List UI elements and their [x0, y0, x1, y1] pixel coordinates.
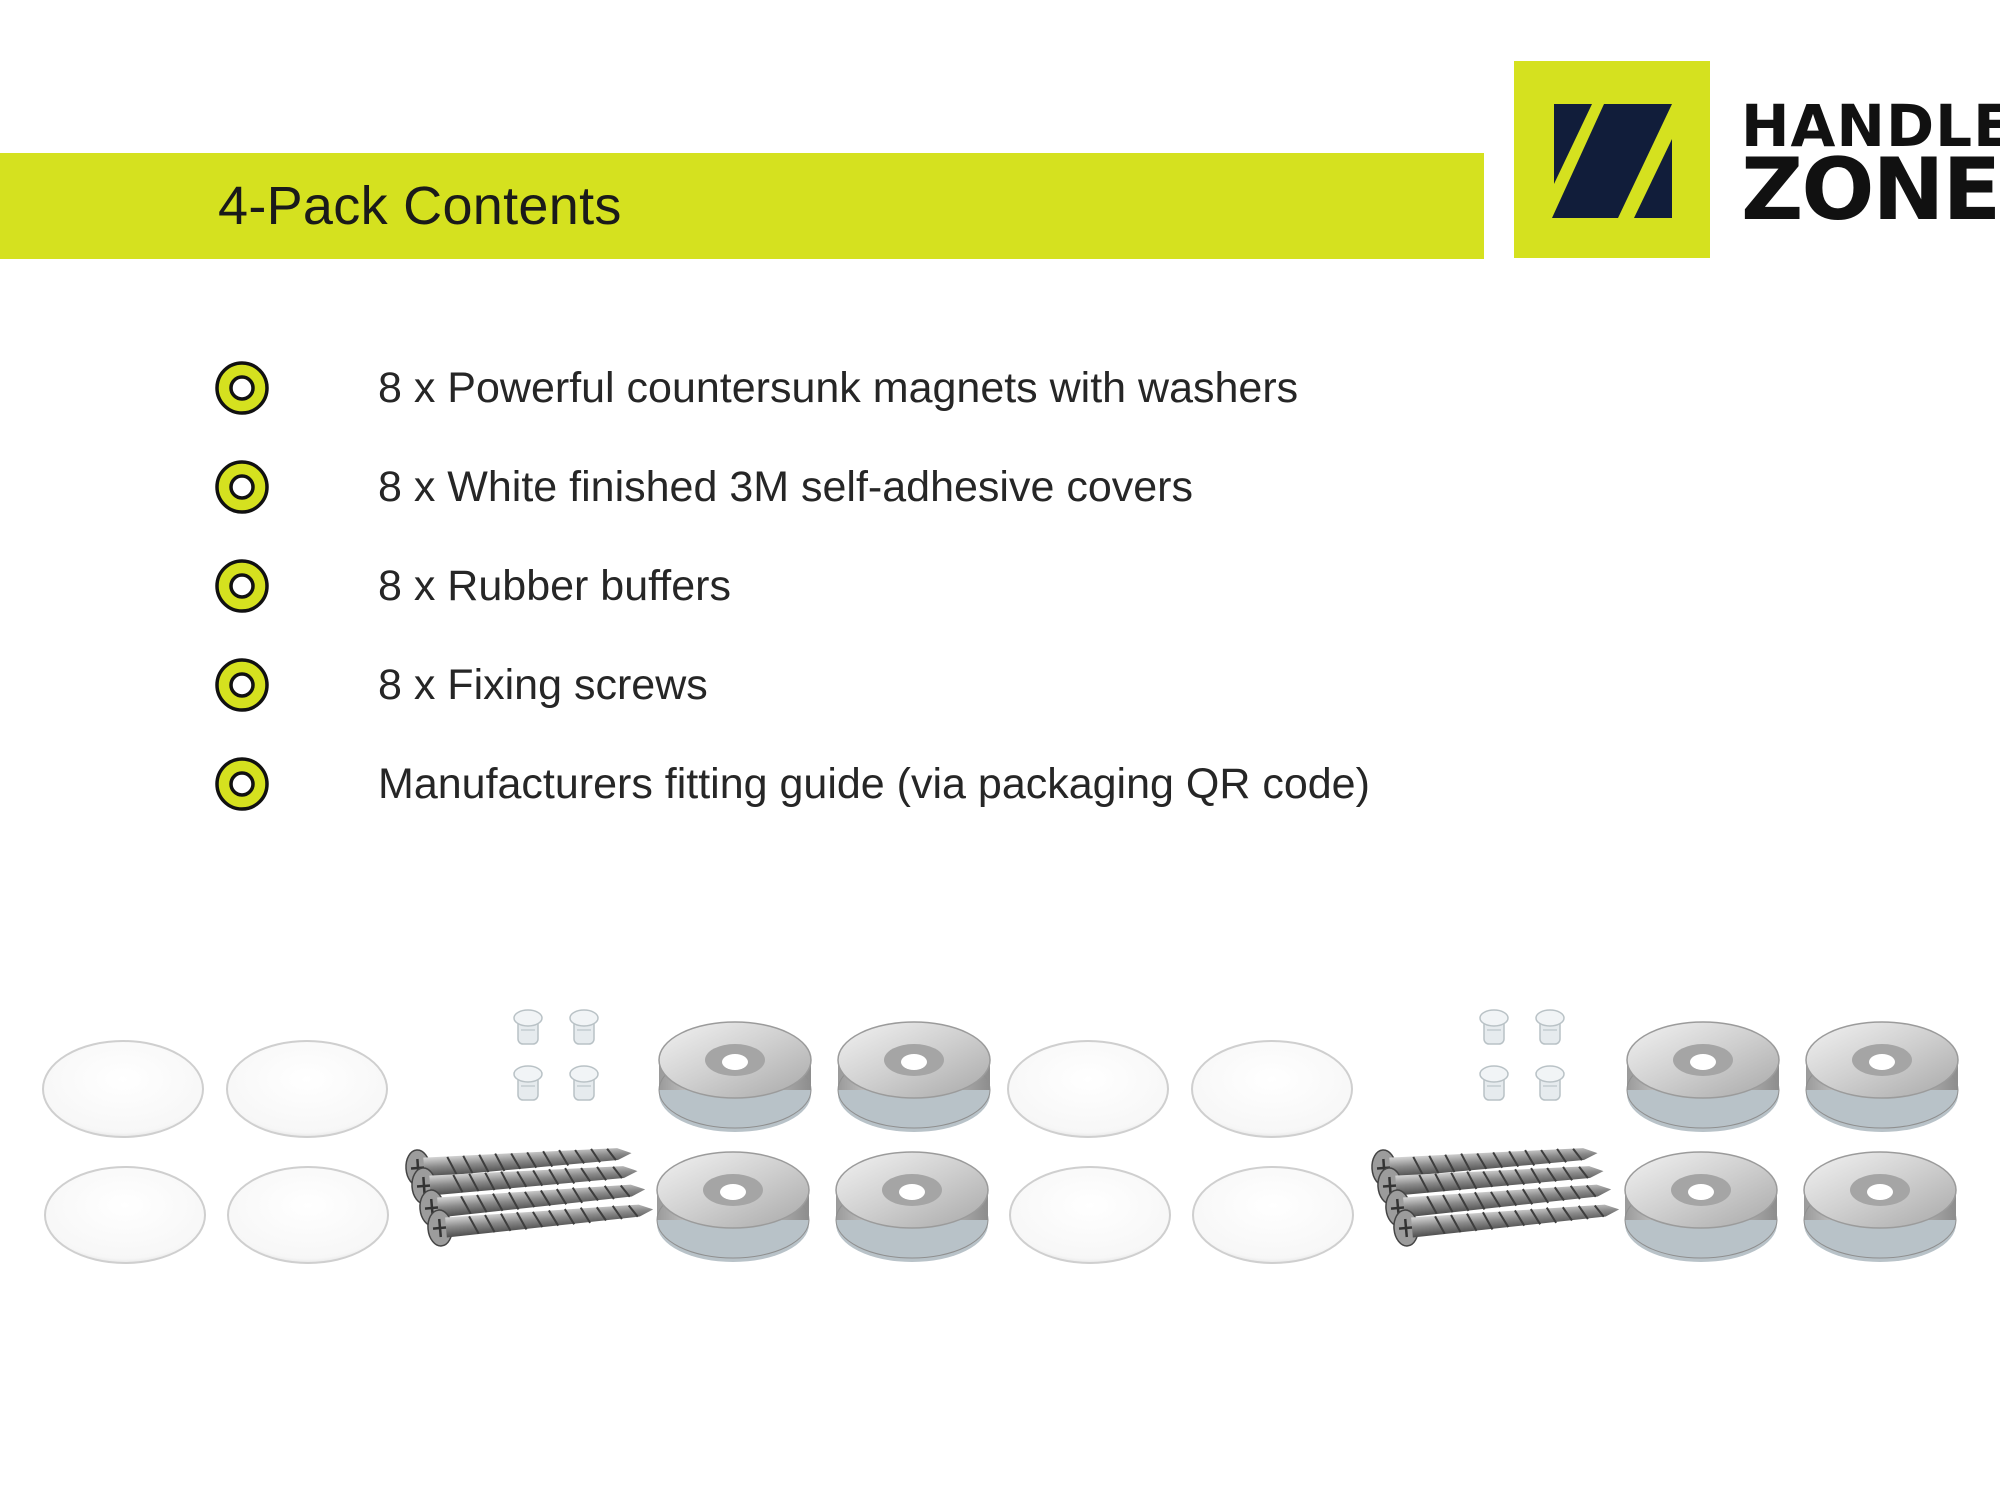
white-covers-group-left: [42, 1040, 389, 1264]
ring-bullet-icon: [215, 361, 269, 415]
title-banner: 4-Pack Contents: [0, 153, 1484, 259]
ring-bullet-icon: [215, 757, 269, 811]
rubber-buffers-group-left: [513, 1009, 599, 1101]
list-item-text: 8 x Fixing screws: [378, 661, 708, 709]
list-item-text: 8 x Powerful countersunk magnets with wa…: [378, 364, 1299, 412]
fixing-screws-group-left: [403, 1133, 657, 1249]
ring-bullet-icon: [215, 460, 269, 514]
list-item-text: Manufacturers fitting guide (via packagi…: [378, 760, 1370, 808]
countersunk-magnets-group-right: [1624, 1021, 1959, 1263]
logo-wordmark-zone: ZONE: [1741, 140, 2000, 240]
ring-bullet-icon: [215, 658, 269, 712]
fixing-screws-group-right: [1369, 1133, 1623, 1249]
handle-zone-logo-mark: [1514, 61, 1710, 258]
logo-wordmark-handle: HANDLE: [1741, 92, 2000, 160]
list-item-text: 8 x White finished 3M self-adhesive cove…: [378, 463, 1193, 511]
list-item-text: 8 x Rubber buffers: [378, 562, 731, 610]
ring-bullet-icon: [215, 559, 269, 613]
page-title: 4-Pack Contents: [218, 176, 622, 236]
slash-logo-icon: [1552, 104, 1672, 218]
pack-contents-photo: [42, 1009, 1959, 1264]
countersunk-magnets-group-left: [656, 1021, 991, 1263]
rubber-buffers-group-right: [1479, 1009, 1565, 1101]
white-covers-group-right: [1007, 1040, 1354, 1264]
